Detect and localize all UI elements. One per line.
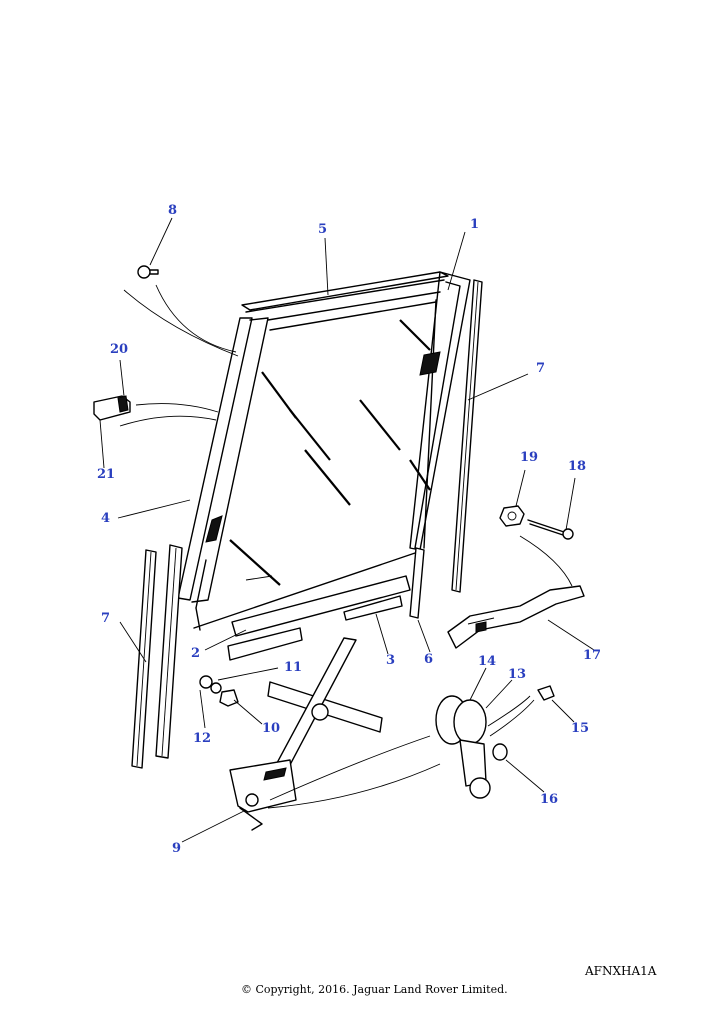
- leader-lines: [99, 217, 595, 843]
- fastener-parts-10-11-12: [199, 675, 239, 707]
- screw-part-8: [137, 265, 159, 279]
- callout-10: 10: [262, 721, 281, 736]
- winder-handle-parts-13-14: [435, 695, 491, 799]
- clip-part-20: [93, 395, 131, 421]
- callout-8: 8: [168, 203, 178, 218]
- callout-7-left: 7: [101, 611, 111, 626]
- window-frame: [177, 271, 471, 631]
- callout-11: 11: [284, 660, 303, 675]
- callout-5: 5: [318, 222, 328, 237]
- lower-channel: [227, 575, 411, 661]
- channel-part-6: [409, 547, 425, 619]
- diagram-reference-code: AFNXHA1A: [585, 964, 657, 978]
- callout-15: 15: [571, 721, 590, 736]
- callout-21: 21: [97, 467, 116, 482]
- screw-part-18: [527, 519, 574, 540]
- screw-part-15: [537, 685, 555, 701]
- callout-7-right: 7: [536, 361, 546, 376]
- runner-channel-right: [451, 279, 483, 593]
- callout-1: 1: [470, 217, 480, 232]
- callout-13: 13: [508, 667, 527, 682]
- callout-12: 12: [193, 731, 212, 746]
- callout-16: 16: [540, 792, 559, 807]
- copyright-notice: © Copyright, 2016. Jaguar Land Rover Lim…: [241, 983, 508, 996]
- callout-19: 19: [520, 450, 539, 465]
- channel-part-4: [155, 544, 183, 759]
- callout-9: 9: [172, 841, 182, 856]
- callout-3: 3: [386, 653, 396, 668]
- callout-20: 20: [110, 342, 129, 357]
- window-regulator-part-9: [229, 637, 383, 831]
- callout-2: 2: [191, 646, 201, 661]
- knob-part-16: [492, 743, 508, 761]
- callout-4: 4: [101, 511, 111, 526]
- callout-14: 14: [478, 654, 497, 669]
- nut-part-19: [499, 505, 525, 527]
- callout-6: 6: [424, 652, 434, 667]
- handle-part-17: [447, 585, 585, 649]
- callout-18: 18: [568, 459, 587, 474]
- callout-17: 17: [583, 648, 602, 663]
